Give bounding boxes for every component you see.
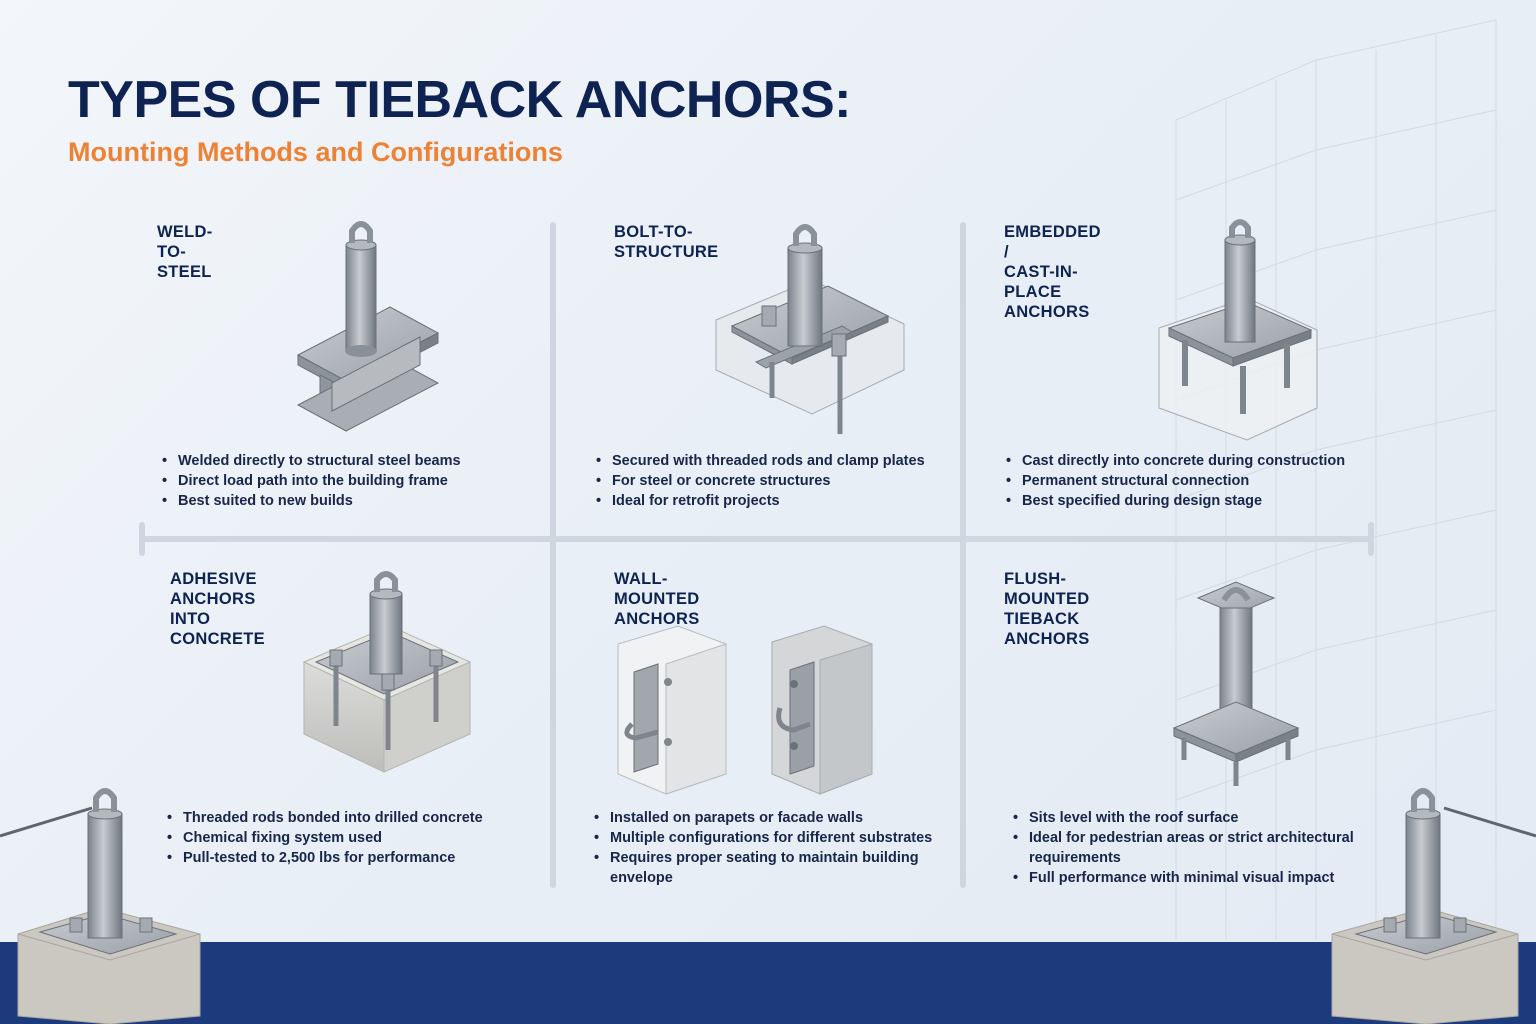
embedded-anchor-illustration [1158, 219, 1318, 441]
bullet-item: Threaded rods bonded into drilled concre… [165, 808, 545, 828]
row-divider-right-cap [1368, 522, 1374, 556]
bullet-item: Ideal for pedestrian areas or strict arc… [1011, 828, 1381, 868]
bullet-item: Secured with threaded rods and clamp pla… [594, 451, 954, 471]
bullet-item: Ideal for retrofit projects [594, 491, 954, 511]
row-divider [142, 536, 1374, 542]
card-title: FLUSH-MOUNTED TIEBACK ANCHORS [1004, 570, 1090, 648]
bullet-item: Sits level with the roof surface [1011, 808, 1381, 828]
bullet-item: Best specified during design stage [1004, 491, 1374, 511]
bullet-item: Best suited to new builds [160, 491, 540, 511]
weld-to-steel-anchor-illustration [296, 221, 440, 432]
bullet-list: Welded directly to structural steel beam… [160, 451, 540, 511]
card-title: BOLT-TO- STRUCTURE [614, 223, 719, 261]
bullet-item: Cast directly into concrete during const… [1004, 451, 1374, 471]
page-title: TYPES OF TIEBACK ANCHORS: [68, 71, 851, 129]
flush-mounted-anchor-illustration [1172, 581, 1300, 786]
bullet-list: Sits level with the roof surface Ideal f… [1011, 808, 1381, 888]
bullet-item: Welded directly to structural steel beam… [160, 451, 540, 471]
right-corner-anchor-illustration [1331, 788, 1536, 1024]
bullet-list: Installed on parapets or facade walls Mu… [592, 808, 942, 888]
column-divider-2 [960, 222, 966, 888]
card-title: WELD-TO-STEEL [157, 223, 213, 281]
bullet-item: Pull-tested to 2,500 lbs for performance [165, 848, 545, 868]
bullet-item: Direct load path into the building frame [160, 471, 540, 491]
card-title: WALL-MOUNTED ANCHORS [614, 570, 700, 628]
page-subtitle: Mounting Methods and Configurations [68, 137, 563, 167]
column-divider-1 [550, 222, 556, 888]
card-title: EMBEDDED / CAST-IN-PLACE ANCHORS [1004, 223, 1101, 321]
bullet-list: Secured with threaded rods and clamp pla… [594, 451, 954, 511]
bullet-item: Requires proper seating to maintain buil… [592, 848, 942, 888]
bolt-to-structure-anchor-illustration [715, 224, 905, 434]
card-title: ADHESIVE ANCHORS INTO CONCRETE [170, 570, 265, 648]
bullet-item: Permanent structural connection [1004, 471, 1374, 491]
bullet-item: Full performance with minimal visual imp… [1011, 868, 1381, 888]
footer-band [0, 942, 1536, 1024]
bullet-list: Threaded rods bonded into drilled concre… [165, 808, 545, 868]
bullet-item: Multiple configurations for different su… [592, 828, 942, 848]
bullet-list: Cast directly into concrete during const… [1004, 451, 1374, 511]
wall-mounted-anchors-illustration [617, 625, 873, 795]
bullet-item: Installed on parapets or facade walls [592, 808, 942, 828]
row-divider-left-cap [139, 522, 145, 556]
adhesive-anchor-illustration [302, 571, 472, 773]
bullet-item: Chemical fixing system used [165, 828, 545, 848]
bullet-item: For steel or concrete structures [594, 471, 954, 491]
left-corner-anchor-illustration [0, 788, 201, 1024]
